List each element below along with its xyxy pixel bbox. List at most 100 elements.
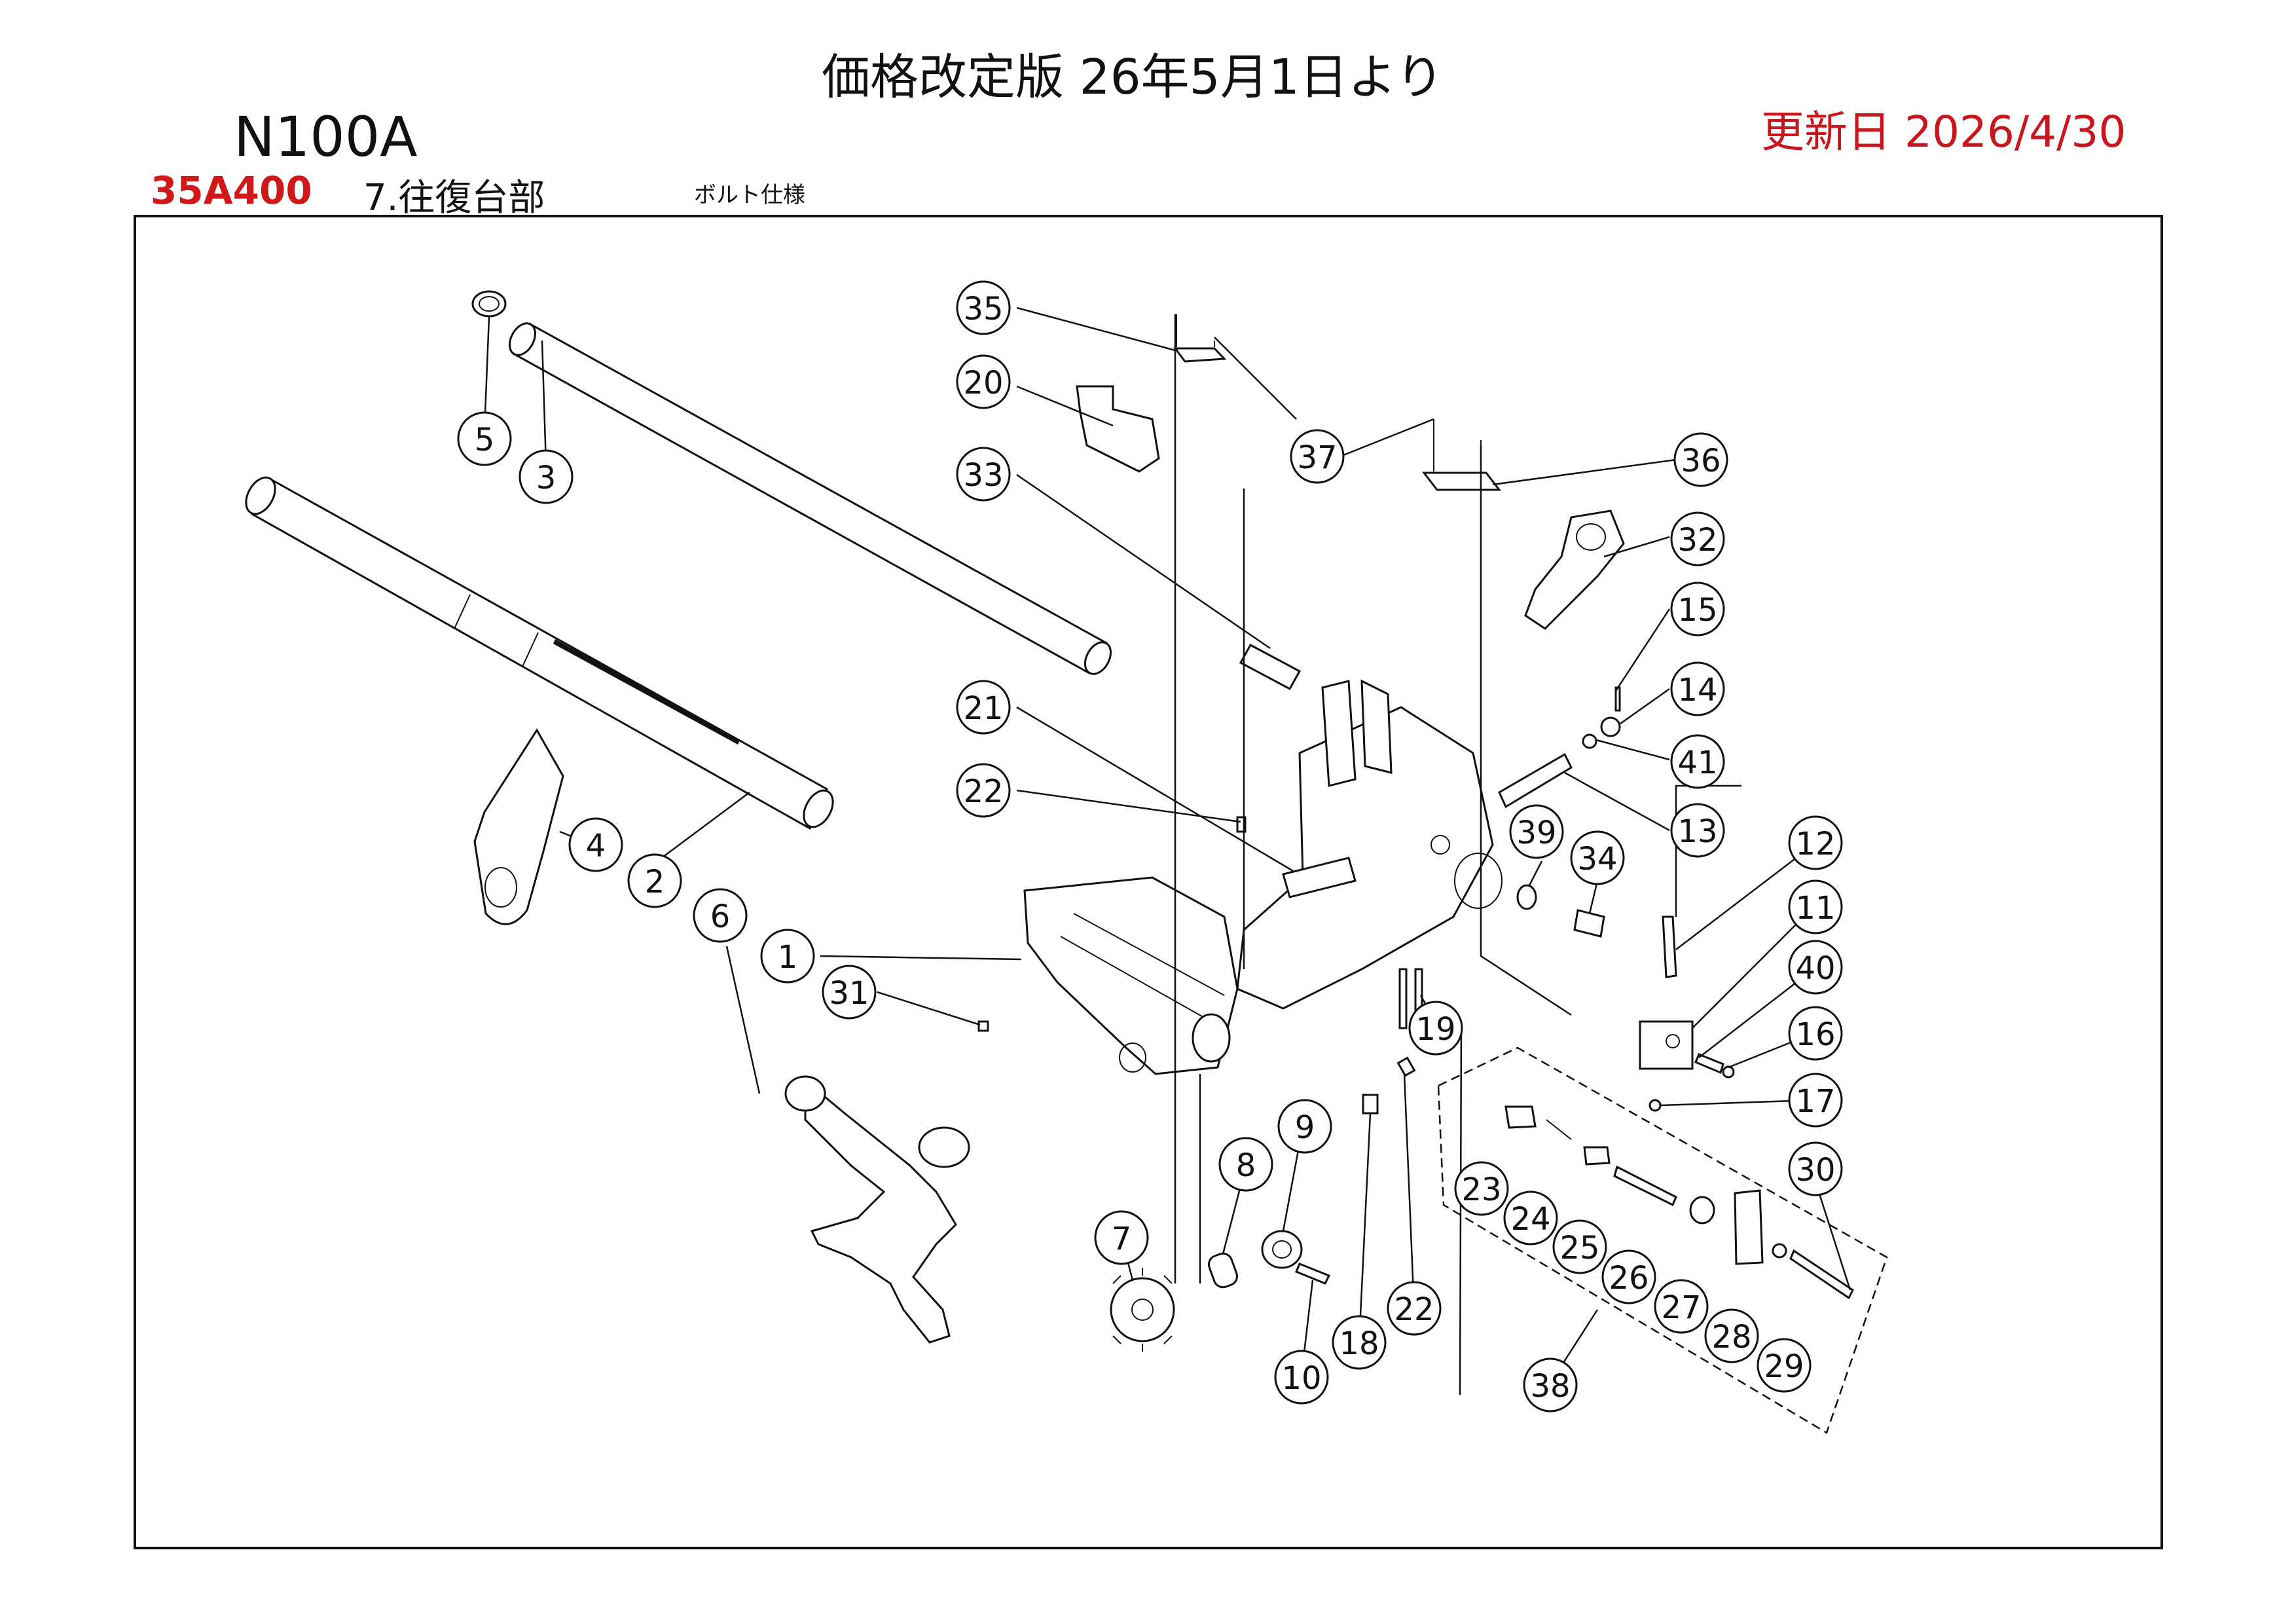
part-31-screw xyxy=(977,1020,989,1032)
callout-label: 21 xyxy=(963,690,1003,727)
model-name: N100A xyxy=(234,105,418,169)
section-title: 7.往復台部 xyxy=(363,177,545,219)
callout-8: 8 xyxy=(1218,1137,1273,1192)
callout-label: 22 xyxy=(1394,1291,1434,1328)
callout-label: 4 xyxy=(586,828,606,864)
callout-label: 39 xyxy=(1516,815,1556,851)
callout-10: 10 xyxy=(1274,1350,1329,1405)
callout-26: 26 xyxy=(1601,1249,1656,1304)
callout-9: 9 xyxy=(1277,1099,1332,1154)
callout-label: 10 xyxy=(1281,1360,1321,1397)
part-32-lever xyxy=(1524,509,1625,630)
callout-17: 17 xyxy=(1788,1073,1843,1128)
callout-label: 40 xyxy=(1795,950,1835,987)
part-20-clamp xyxy=(1076,385,1160,473)
callout-circle xyxy=(1788,1073,1843,1128)
callout-circle xyxy=(1290,429,1345,484)
callout-33: 33 xyxy=(956,447,1011,502)
callout-circle xyxy=(1570,830,1625,885)
callout-7: 7 xyxy=(1094,1210,1149,1265)
callout-circle xyxy=(956,280,1011,335)
callout-circle xyxy=(1094,1210,1149,1265)
part-38-assembly xyxy=(1437,1046,1888,1434)
callout-label: 9 xyxy=(1295,1109,1315,1146)
callout-38: 38 xyxy=(1523,1357,1578,1412)
callout-circle xyxy=(1788,815,1843,870)
callout-label: 14 xyxy=(1677,672,1717,709)
callout-label: 25 xyxy=(1559,1230,1599,1266)
callout-circle xyxy=(956,763,1011,818)
part-26-shaft xyxy=(1613,1165,1677,1207)
callout-circle xyxy=(457,411,512,466)
part-21-sleeve xyxy=(1282,857,1357,898)
part-35-plate xyxy=(1173,347,1227,363)
callout-label: 11 xyxy=(1795,890,1835,927)
callout-36: 36 xyxy=(1673,432,1728,487)
callout-circle xyxy=(1552,1219,1607,1274)
callout-label: 35 xyxy=(963,291,1003,327)
callout-circle xyxy=(1332,1315,1387,1370)
callout-circle xyxy=(1503,1190,1558,1246)
callout-19: 19 xyxy=(1408,1001,1463,1056)
callout-circle xyxy=(1704,1308,1759,1363)
callout-circle xyxy=(1670,803,1725,858)
callout-25: 25 xyxy=(1552,1219,1607,1274)
callout-28: 28 xyxy=(1704,1308,1759,1363)
part-39-nut xyxy=(1516,884,1537,910)
callout-label: 5 xyxy=(475,422,495,458)
callout-40: 40 xyxy=(1788,940,1843,995)
callout-label: 32 xyxy=(1677,522,1717,559)
diagram-frame xyxy=(134,215,2163,1549)
callout-label: 36 xyxy=(1681,443,1721,479)
parts-drawing xyxy=(245,290,1888,1434)
callout-circle xyxy=(760,929,815,984)
callout-circle xyxy=(627,853,682,908)
part-6-star-handle xyxy=(784,1075,970,1344)
callout-4: 4 xyxy=(568,817,623,872)
callout-circle xyxy=(1277,1099,1332,1154)
callout-18: 18 xyxy=(1332,1315,1387,1370)
part-8-key xyxy=(1207,1252,1239,1289)
part-19-pin-a xyxy=(1398,968,1408,1029)
callout-circle xyxy=(956,447,1011,502)
callout-6: 6 xyxy=(693,888,748,943)
callout-37: 37 xyxy=(1290,429,1345,484)
callout-label: 26 xyxy=(1609,1260,1649,1297)
part-9-bearing xyxy=(1261,1230,1303,1269)
part-11-block xyxy=(1639,1020,1694,1070)
callout-circle xyxy=(1654,1279,1709,1334)
callout-21: 21 xyxy=(956,680,1011,735)
callout-11: 11 xyxy=(1788,879,1843,934)
callout-circle xyxy=(1509,804,1564,859)
callout-15: 15 xyxy=(1670,581,1725,637)
callout-circle xyxy=(1788,940,1843,995)
callout-circle xyxy=(1601,1249,1656,1304)
part-5-bushing xyxy=(471,290,507,318)
callout-label: 34 xyxy=(1577,841,1617,877)
callout-label: 3 xyxy=(536,460,556,496)
callout-label: 41 xyxy=(1677,745,1717,781)
part-13-shaft xyxy=(1498,752,1573,809)
updated-date: 更新日 2026/4/30 xyxy=(1761,107,2126,157)
callout-circle xyxy=(1274,1350,1329,1405)
part-16-nut xyxy=(1722,1065,1735,1079)
callout-circle xyxy=(1670,581,1725,637)
part-3-shaft xyxy=(513,322,1108,675)
part-29-washer xyxy=(1772,1243,1787,1259)
callout-39: 39 xyxy=(1509,804,1564,859)
callout-label: 31 xyxy=(829,975,869,1012)
callout-22: 22 xyxy=(956,763,1011,818)
callout-label: 19 xyxy=(1415,1011,1455,1048)
callout-label: 33 xyxy=(963,457,1003,494)
callout-label: 29 xyxy=(1764,1348,1804,1385)
callout-label: 16 xyxy=(1795,1016,1835,1053)
part-30-bolt xyxy=(1789,1249,1854,1300)
callout-circle xyxy=(1670,511,1725,566)
callout-31: 31 xyxy=(822,965,877,1020)
callout-circle xyxy=(1387,1281,1442,1336)
callout-label: 18 xyxy=(1339,1325,1379,1362)
callout-label: 12 xyxy=(1795,826,1835,862)
part-10-bolt xyxy=(1295,1263,1331,1285)
